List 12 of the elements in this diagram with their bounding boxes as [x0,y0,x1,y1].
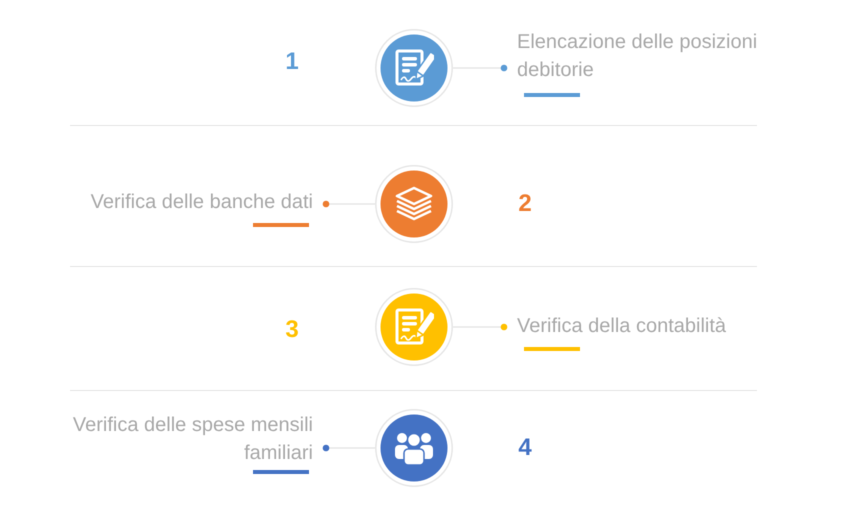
step-circle [375,288,453,366]
step-number: 1 [285,48,299,76]
step-label: Elencazione delle posizioni debitorie [517,28,817,84]
step-number: 4 [518,434,532,462]
step-number: 3 [285,316,299,344]
step-circle [375,165,453,243]
step-label: Verifica della contabilità [517,312,726,340]
step-label: Verifica delle banche dati [90,188,313,216]
step-circle [375,29,453,107]
step-label: Verifica delle spese mensili familiari [13,411,313,467]
step-number: 2 [518,190,532,218]
step-circle [375,409,453,487]
